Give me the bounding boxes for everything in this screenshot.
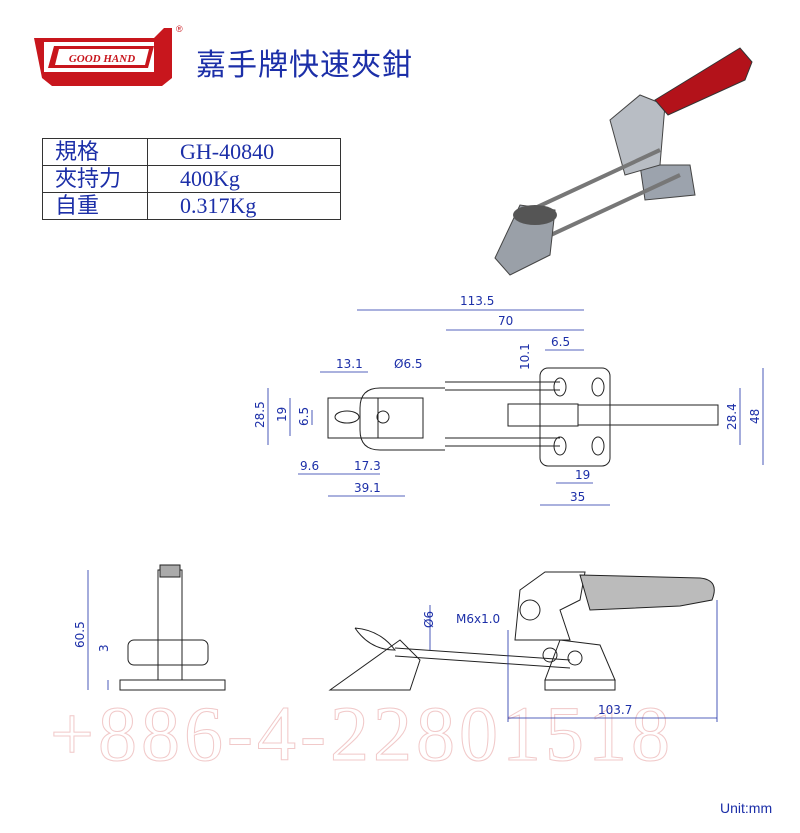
dim-6-5-left: 6.5 <box>297 407 311 426</box>
dim-dia-6-5: Ø6.5 <box>394 357 423 371</box>
dim-19-left: 19 <box>275 407 289 422</box>
svg-text:GOOD HAND: GOOD HAND <box>69 53 135 65</box>
dim-9-6: 9.6 <box>300 459 319 473</box>
thread-label-m6: M6x1.0 <box>456 612 500 626</box>
top-view-dimensions <box>267 309 764 506</box>
dim-10-1: 10.1 <box>518 343 532 370</box>
side-view <box>119 564 226 691</box>
dim-39-1: 39.1 <box>354 481 381 495</box>
phone-watermark: +886-4-22801518 <box>50 690 674 777</box>
dim-28-5: 28.5 <box>253 401 267 428</box>
top-view <box>327 367 719 467</box>
clamp-3d-image <box>494 47 753 276</box>
dim-60-5: 60.5 <box>73 621 87 648</box>
dim-70: 70 <box>498 314 513 328</box>
dim-6-5-top: 6.5 <box>551 335 570 349</box>
unit-label: Unit:mm <box>720 800 773 816</box>
dim-28-4: 28.4 <box>725 403 739 430</box>
page-title: 嘉手牌快速夾鉗 <box>196 48 413 83</box>
dim-19-right: 19 <box>575 468 590 482</box>
front-view <box>328 571 715 691</box>
dim-3: 3 <box>97 644 111 652</box>
dim-13-1: 13.1 <box>336 357 363 371</box>
dim-113-5: 113.5 <box>460 294 494 308</box>
dim-103-7: 103.7 <box>598 703 632 717</box>
dim-48: 48 <box>748 409 762 424</box>
good-hand-logo: GOOD HAND ® <box>34 24 183 86</box>
dim-35: 35 <box>570 490 585 504</box>
svg-text:®: ® <box>176 24 183 34</box>
dim-17-3: 17.3 <box>354 459 381 473</box>
dim-dia-6: Ø6 <box>422 611 436 628</box>
